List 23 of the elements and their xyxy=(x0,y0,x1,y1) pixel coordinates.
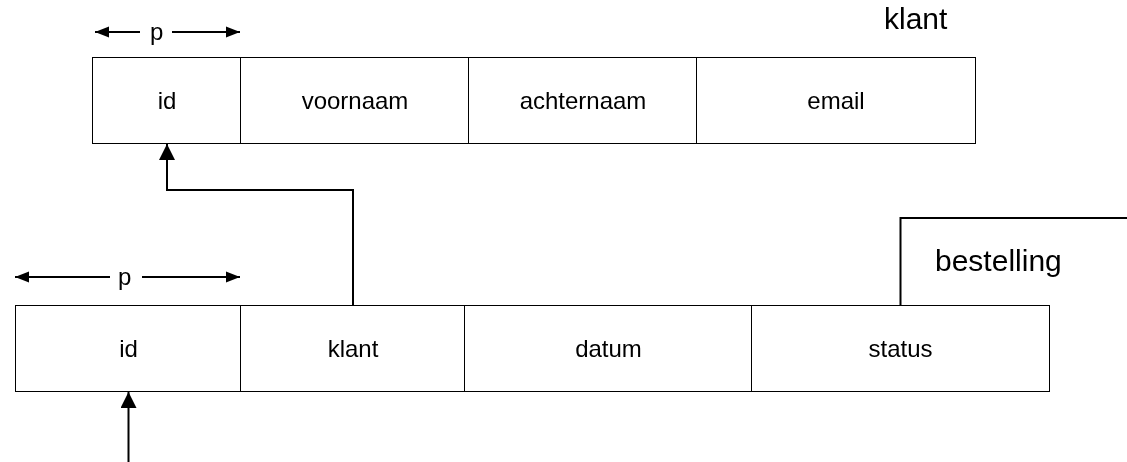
table-cell xyxy=(240,57,470,144)
arrow xyxy=(120,391,137,462)
table-cell xyxy=(751,305,1050,392)
cell-text: datum xyxy=(575,334,642,363)
cell-text: id xyxy=(157,86,177,115)
table-name: bestelling xyxy=(935,244,1062,278)
cell-text: id xyxy=(119,334,138,363)
cell-text: email xyxy=(807,86,865,115)
dimension-label: p xyxy=(150,18,164,46)
table-name: klant xyxy=(884,2,948,36)
connector-line xyxy=(899,217,1127,306)
table-cell xyxy=(468,57,698,144)
arrow xyxy=(159,143,354,306)
table-cell xyxy=(696,57,976,144)
cell-text: status xyxy=(868,334,933,363)
table-cell xyxy=(464,305,753,392)
cell-text: klant xyxy=(327,334,379,363)
table-cell xyxy=(92,57,242,144)
table-cell xyxy=(15,305,242,392)
cell-text: achternaam xyxy=(519,86,647,115)
table-cell xyxy=(240,305,466,392)
dimension-label: p xyxy=(118,263,132,291)
cell-text: voornaam xyxy=(301,86,409,115)
